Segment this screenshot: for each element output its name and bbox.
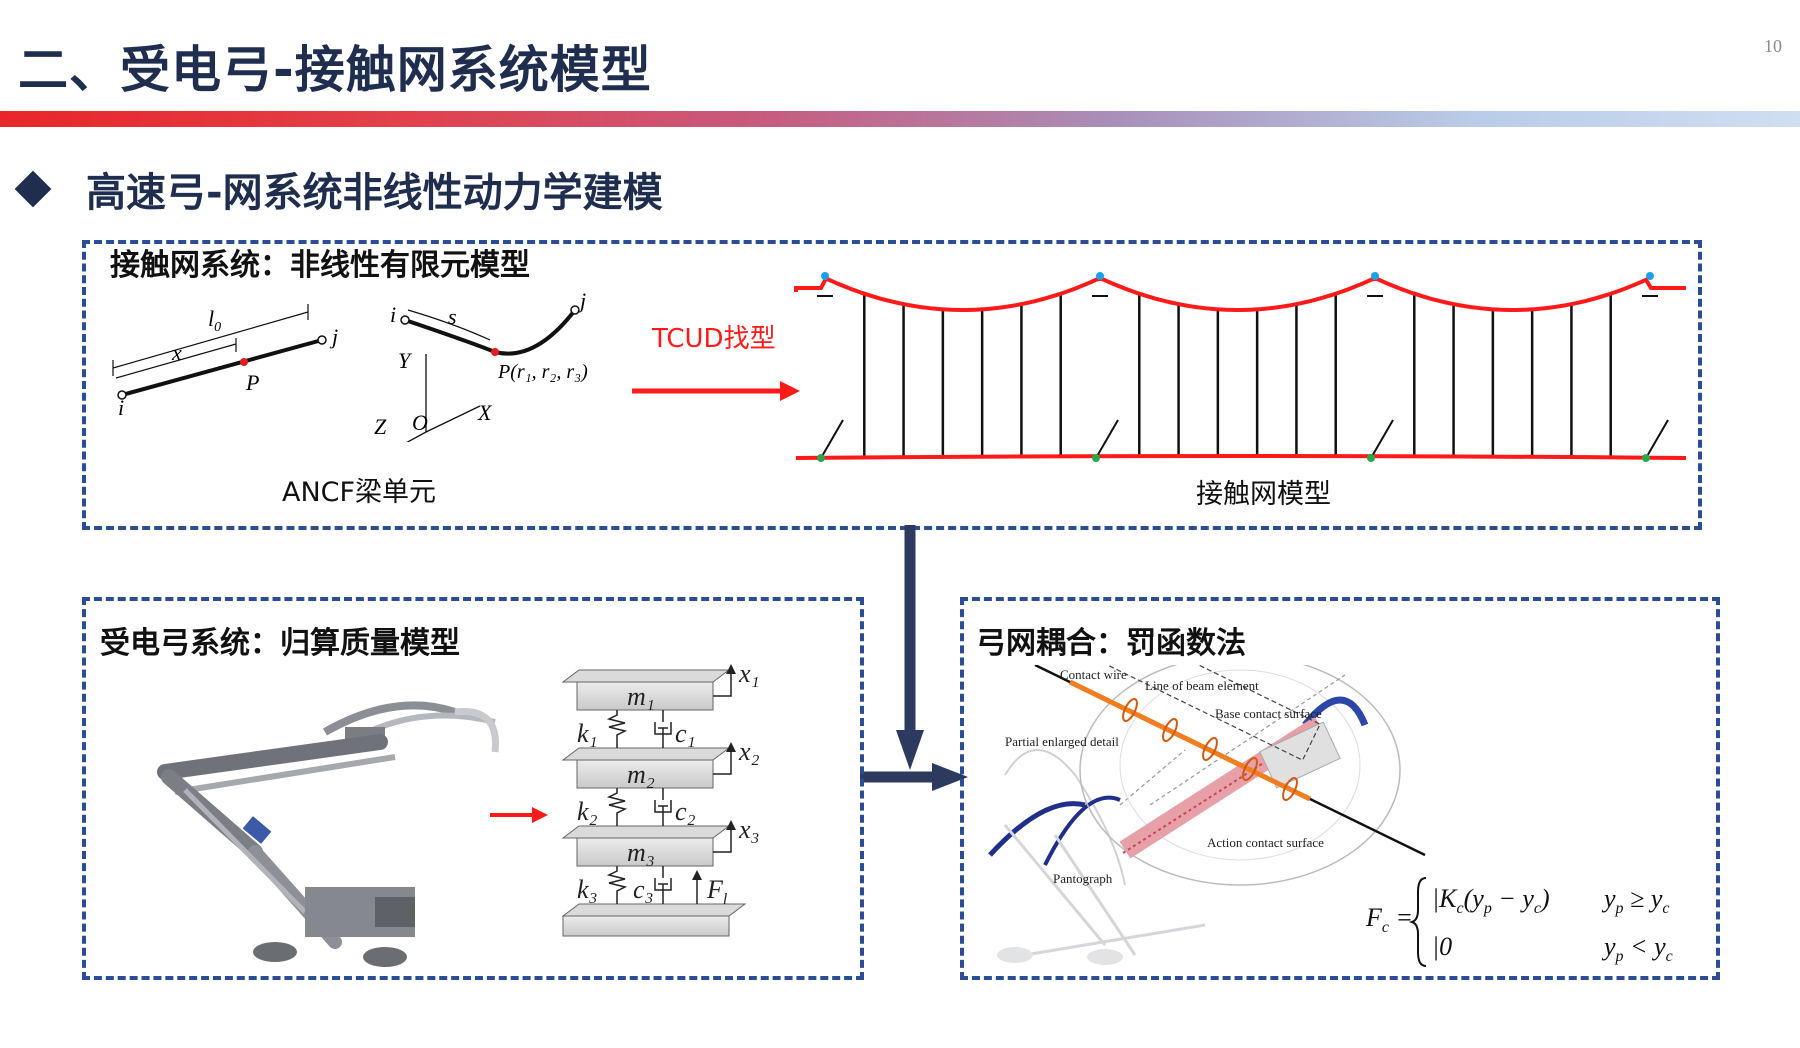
messenger-wire — [794, 275, 1686, 312]
label-beam-line: Line of beam element — [1145, 678, 1259, 693]
axis-origin-label: O — [412, 410, 428, 435]
mass-label-2: m₂ — [627, 760, 655, 789]
coupling-panel-heading: 弓网耦合：罚函数法 — [976, 626, 1246, 661]
axis-y-label: Y — [398, 348, 413, 373]
ancf-curved-beam-diagram: i s j P(r₁, r₂, r₃) Y X Z O — [374, 292, 588, 442]
label-base-surface: Base contact surface — [1215, 706, 1322, 721]
penalty-formula: Fc = |Kc(yp − yc) yp ≥ yc |0 yp < yc — [1365, 877, 1673, 967]
catenary-model-diagram — [794, 272, 1687, 462]
catenary-droppers — [863, 293, 1612, 458]
beam-j-label: j — [329, 324, 338, 349]
beam-l0-label: l0 — [208, 306, 221, 335]
ancf-straight-beam-diagram: l0 x P i j — [112, 304, 338, 420]
ground-block — [561, 903, 747, 937]
pantograph-red-arrow-icon — [490, 807, 548, 823]
curved-p-coords: P(r₁, r₂, r₃) — [497, 361, 588, 383]
damping-label-3: c₃ — [633, 875, 654, 904]
displacement-label-3: x₃ — [738, 815, 760, 844]
beam-p-label: P — [245, 370, 259, 395]
displacement-label-2: x₂ — [738, 737, 760, 766]
catenary-supports — [817, 272, 1669, 462]
stiffness-label-2: k₂ — [577, 797, 598, 826]
curved-j-label: j — [577, 292, 586, 313]
mass-label-1: m₁ — [627, 682, 655, 711]
contact-model-diagram: Contact wire Line of beam element Base c… — [988, 665, 1426, 965]
pantograph-panel-heading: 受电弓系统：归算质量模型 — [100, 626, 460, 661]
section-subtitle: 高速弓-网系统非线性动力学建模 — [86, 170, 663, 216]
ancf-beam-caption: ANCF梁单元 — [282, 477, 437, 508]
mass-block-1 — [561, 669, 731, 711]
page-number: 10 — [1764, 36, 1782, 56]
curved-i-label: i — [390, 302, 396, 327]
diamond-bullet-icon — [14, 170, 52, 208]
formula-condition-1: yp ≥ yc — [1601, 884, 1669, 917]
support-icon — [1367, 272, 1394, 462]
label-pantograph: Pantograph — [1053, 871, 1113, 886]
pantograph-panel — [82, 597, 864, 980]
mass-label-3: m₃ — [627, 838, 655, 867]
mass-block-2 — [561, 747, 731, 789]
lumped-mass-model: m₁ m₂ m₃ k₁ k₂ k₃ c₁ c₂ c₃ x₁ x₂ x₃ Fl — [561, 660, 760, 937]
catenary-model-caption: 接触网模型 — [1196, 479, 1331, 510]
label-contact-wire: Contact wire — [1060, 667, 1127, 682]
formula-condition-2: yp < yc — [1601, 932, 1673, 965]
slide-title: 二、受电弓-接触网系统模型 — [18, 41, 652, 99]
support-icon — [1642, 272, 1669, 462]
damping-label-1: c₁ — [675, 719, 696, 748]
beam-x-label: x — [171, 340, 182, 365]
support-icon — [1092, 272, 1119, 462]
formula-lhs: Fc = — [1365, 903, 1413, 936]
catenary-panel — [82, 240, 1702, 530]
curved-s-label: s — [448, 304, 457, 329]
contact-wire — [795, 454, 1687, 460]
label-partial-detail: Partial enlarged detail — [1005, 734, 1119, 749]
formula-case-2: |0 — [1432, 932, 1452, 961]
coupling-panel — [960, 597, 1720, 980]
displacement-label-1: x₁ — [738, 660, 760, 688]
damping-label-2: c₂ — [675, 797, 696, 826]
tcud-arrow-icon — [632, 381, 800, 401]
formula-case-1: |Kc(yp − yc) — [1432, 884, 1550, 917]
title-gradient-bar — [0, 111, 1800, 127]
axis-z-label: Z — [374, 414, 387, 439]
label-action-surface: Action contact surface — [1207, 835, 1324, 850]
axis-x-label: X — [477, 400, 493, 425]
mass-block-3 — [561, 825, 731, 867]
tcud-label: TCUD找型 — [652, 324, 776, 354]
stiffness-label-3: k₃ — [577, 875, 598, 904]
stiffness-label-1: k₁ — [577, 719, 598, 748]
force-label: Fl — [706, 875, 728, 908]
flow-arrows — [860, 525, 968, 791]
beam-i-label: i — [118, 395, 124, 420]
pantograph-illustration — [157, 701, 499, 967]
subtitle-row: 高速弓-网系统非线性动力学建模 — [14, 160, 663, 218]
support-icon — [817, 272, 844, 462]
catenary-panel-heading: 接触网系统：非线性有限元模型 — [110, 248, 530, 283]
